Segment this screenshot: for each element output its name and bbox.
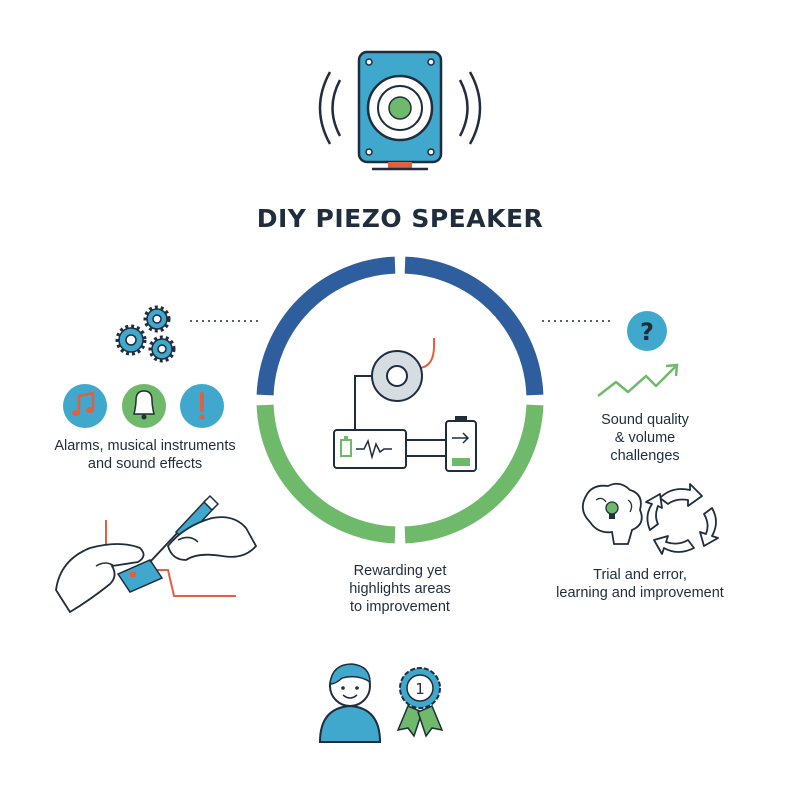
page-title: DIY PIEZO SPEAKER bbox=[256, 204, 544, 233]
svg-text:?: ? bbox=[640, 318, 654, 346]
badge-number: 1 bbox=[415, 680, 425, 698]
rewarding-caption: Rewarding yet highlights areas to improv… bbox=[349, 563, 451, 615]
sound-quality-caption: Sound quality & volume challenges bbox=[601, 412, 689, 464]
applications-caption: Alarms, musical instruments and sound ef… bbox=[54, 438, 236, 472]
trial-error-caption: Trial and error, learning and improvemen… bbox=[556, 567, 724, 601]
